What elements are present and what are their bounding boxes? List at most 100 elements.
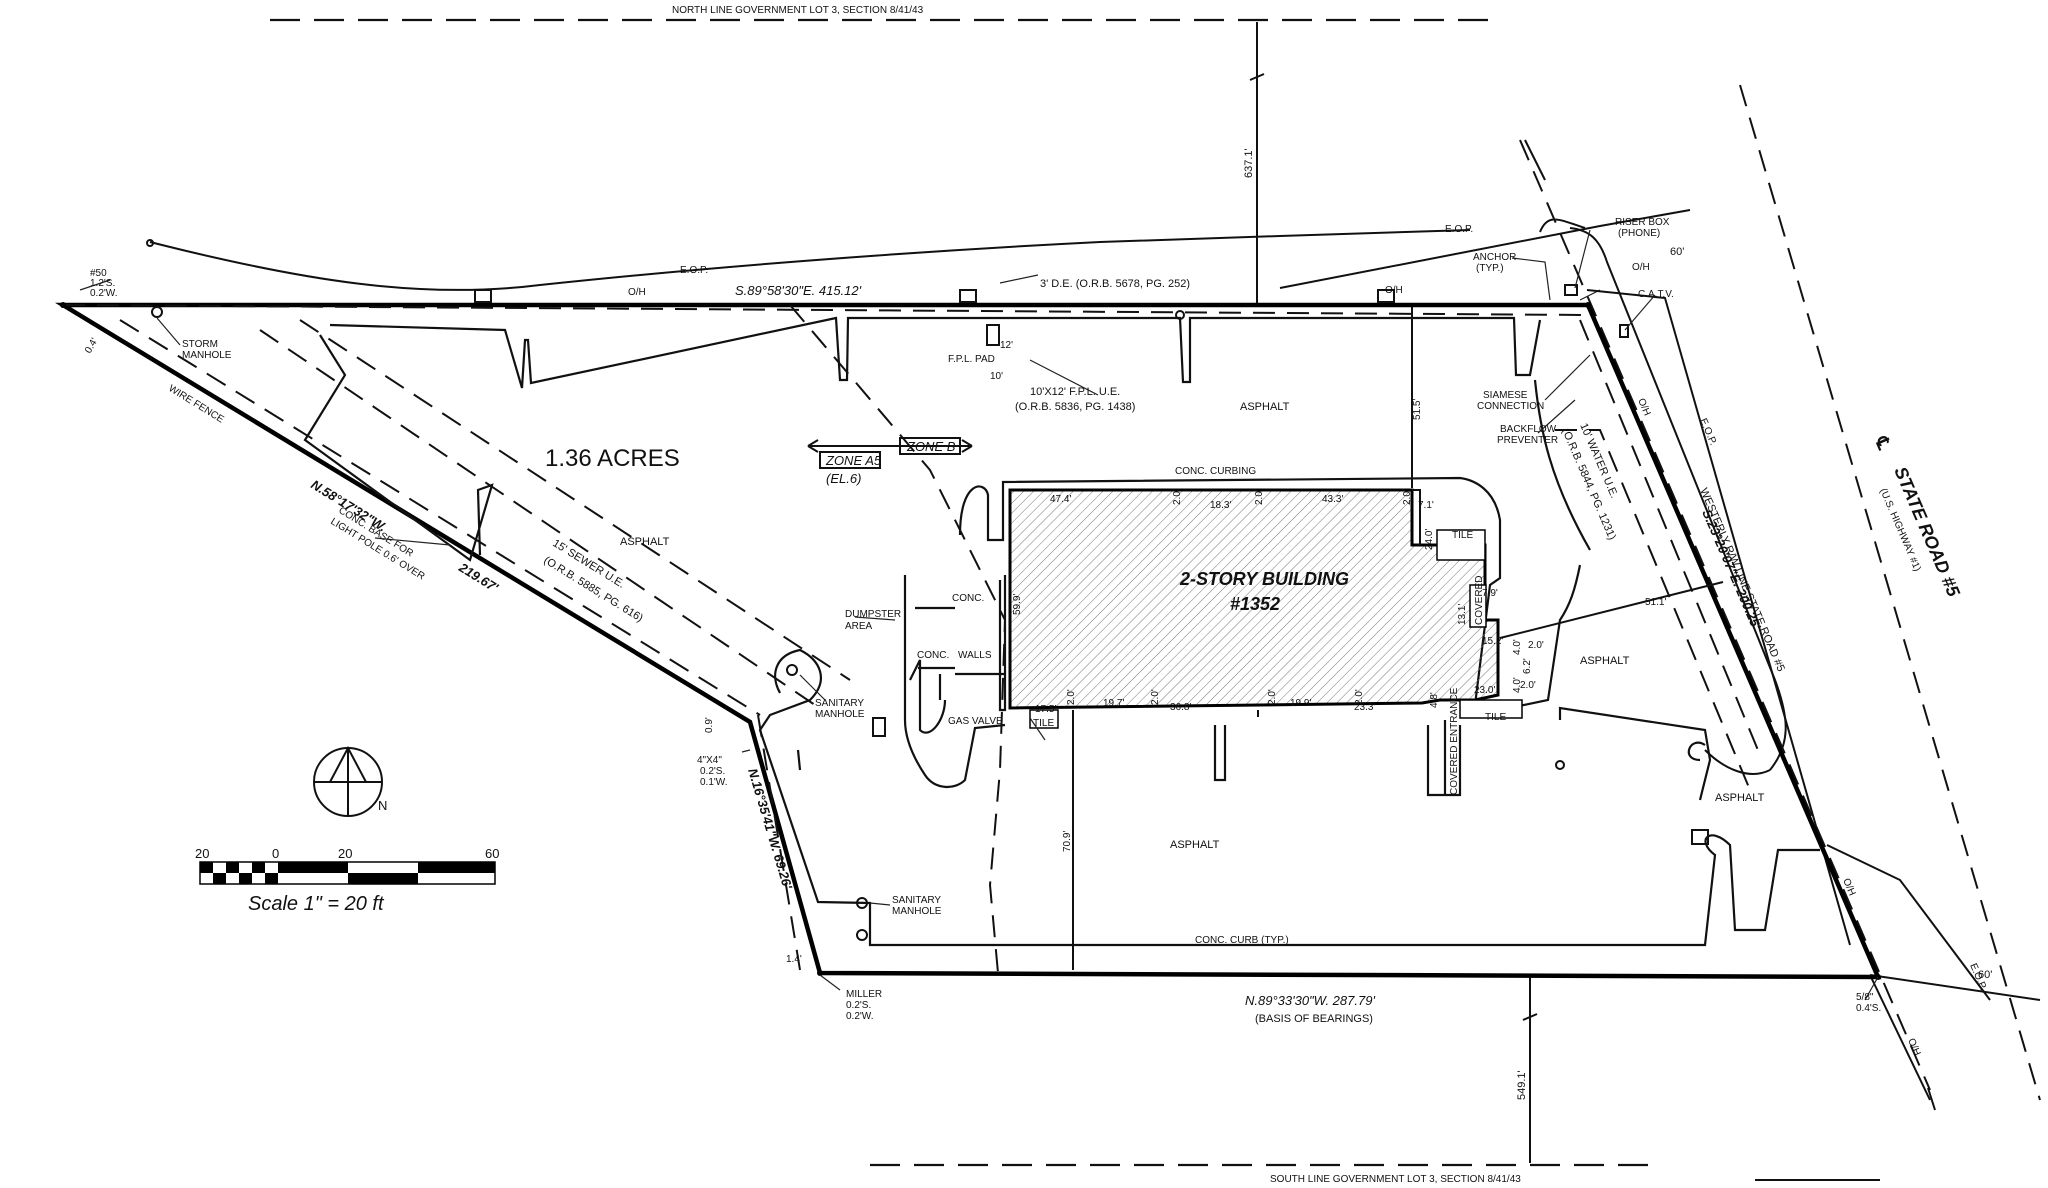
building-curb [958, 476, 1582, 715]
sewer-easement-4 [757, 714, 801, 971]
dim-70-9: 70.9' [1062, 831, 1073, 852]
gas-valve-label: GAS VALVE [948, 716, 1003, 727]
building-number: #1352 [1230, 594, 1280, 614]
wire-fence-label: WIRE FENCE [166, 383, 225, 426]
sanitary-manhole-label-1: SANITARY [815, 698, 864, 709]
dim-4-8: 4.8' [1429, 692, 1440, 708]
w-leader [741, 749, 751, 753]
north-eop-line [149, 235, 1281, 291]
dim-6-2: 6.2' [1522, 658, 1533, 674]
conc-curb-typ-label: CONC. CURB (TYP.) [1195, 935, 1289, 946]
miller-label-2: 0.2'S. [846, 1000, 871, 1011]
tile-area-north [1436, 529, 1486, 561]
nw-corner-label: #50 [90, 268, 107, 279]
row-60-south: 60' [1978, 969, 1992, 981]
light-pole-2 [1555, 760, 1565, 770]
se-corner-label: 5/8" [1856, 992, 1874, 1003]
water-easement-2 [1579, 319, 1761, 756]
covered-box [1469, 584, 1487, 628]
sanitary-manhole-label-1b: MANHOLE [815, 709, 865, 720]
north-arrow-cross [314, 748, 382, 816]
north-arrow-triangle [329, 745, 367, 783]
dumpster-label-2: AREA [845, 621, 873, 632]
dim-23-0: 23.0' [1474, 685, 1495, 696]
nw-offset: 0.4' [83, 336, 100, 355]
north-arrow-label: N [378, 798, 387, 813]
sw-offset: 1.4' [786, 954, 802, 965]
building-notch [1412, 489, 1421, 545]
oh-label-1: O/H [628, 287, 646, 298]
sw-corner-monument [817, 970, 823, 976]
south-line-label: SOUTH LINE GOVERNMENT LOT 3, SECTION 8/4… [1270, 1174, 1521, 1185]
dim-2-0-a: 2.0' [1172, 489, 1183, 505]
building-label: 2-STORY BUILDING [1179, 569, 1349, 589]
sewer-easement-3 [259, 329, 816, 706]
dim-4-0-b: 4.0' [1512, 677, 1523, 693]
acreage-label: 1.36 ACRES [545, 445, 680, 472]
gas-leader [1029, 717, 1046, 741]
tile-label-west: TILE [1033, 718, 1054, 729]
centerline-state-road [1739, 84, 2041, 1101]
dim-51-1-line [1499, 581, 1724, 639]
w-corner-label-3: 0.1'W. [700, 777, 727, 788]
riser-box [1564, 284, 1578, 296]
sanitary-manhole-label-2: SANITARY [892, 895, 941, 906]
sanitary-manhole-1 [786, 664, 798, 676]
bearing-south: N.89°33'30"W. 287.79' [1245, 993, 1375, 1008]
nw-corner-label-2: 1.2'S. [90, 278, 115, 289]
dim-59-9: 59.9' [1012, 594, 1023, 615]
fpl-leader [1029, 359, 1099, 396]
siamese-label-2: CONNECTION [1477, 401, 1544, 412]
riser-leader [1574, 229, 1591, 289]
zone-a5-elevation: (EL.6) [826, 471, 861, 486]
south-tie-dim: 549.1' [1516, 1070, 1528, 1100]
eop-label-north: E.O.P. [680, 265, 708, 276]
basis-of-bearings: (BASIS OF BEARINGS) [1255, 1013, 1373, 1025]
dim-2-0-h: 2.0' [1528, 640, 1544, 651]
dim-2-0-i: 2.0' [1520, 680, 1536, 691]
island-tick [796, 749, 802, 771]
ne-corner-monument [1585, 302, 1591, 308]
scale-tick-60: 60 [485, 846, 499, 861]
oh-label-2: O/H [1385, 285, 1403, 296]
asphalt-label-3: ASPHALT [1580, 655, 1630, 667]
north-tie-break [1249, 73, 1265, 81]
south-parking-curb [758, 648, 1820, 947]
fpl-ue-label: 10'X12' F.P.L. U.E. [1030, 386, 1120, 398]
water-easement-1 [1555, 429, 1751, 791]
utility-pole [146, 239, 154, 247]
conc-curbing-label: CONC. CURBING [1175, 466, 1256, 477]
dumpster-path [909, 659, 947, 734]
dumpster-leader [854, 616, 896, 621]
dim-4-0-a: 4.0' [1512, 639, 1523, 655]
se-driveway [1826, 844, 1991, 1001]
drainage-box-4 [872, 717, 886, 737]
overhead-line-east [1586, 289, 1851, 946]
dim-47-4: 47.4' [1050, 494, 1071, 505]
dim-51-5: 51.5' [1412, 399, 1423, 420]
se-corner-label-2: 0.4'S. [1856, 1003, 1881, 1014]
anchor-label-2: (TYP.) [1476, 263, 1504, 274]
dumpster-curb [998, 575, 1007, 712]
sanitary-manhole-label-2b: MANHOLE [892, 906, 942, 917]
backflow-label: BACKFLOW [1500, 424, 1557, 435]
zone-b-label: ZONE B [906, 439, 956, 454]
backflow-leader [1537, 399, 1576, 434]
riser-box-label: RISER BOX [1615, 217, 1670, 228]
siamese-leader [1544, 354, 1591, 401]
fpl-pad [986, 324, 1000, 346]
catv-leader [1624, 294, 1656, 331]
walls-label: WALLS [958, 650, 992, 661]
median-curve [1704, 749, 1771, 775]
se-leader [1864, 976, 1879, 1001]
dim-17-5: 17.5' [1035, 704, 1056, 715]
dim-19-7: 19.7' [1103, 698, 1124, 709]
conc-base-leader [374, 537, 451, 546]
nw-corner-label-3: 0.2'W. [90, 288, 117, 299]
siamese-label: SIAMESE [1483, 390, 1528, 401]
dim-18-3: 18.3' [1210, 500, 1231, 511]
north-parking-curb [329, 316, 1542, 389]
w-offset: 0.9' [704, 717, 715, 733]
zone-a5-box [819, 451, 881, 469]
light-pole-1 [1175, 310, 1185, 320]
